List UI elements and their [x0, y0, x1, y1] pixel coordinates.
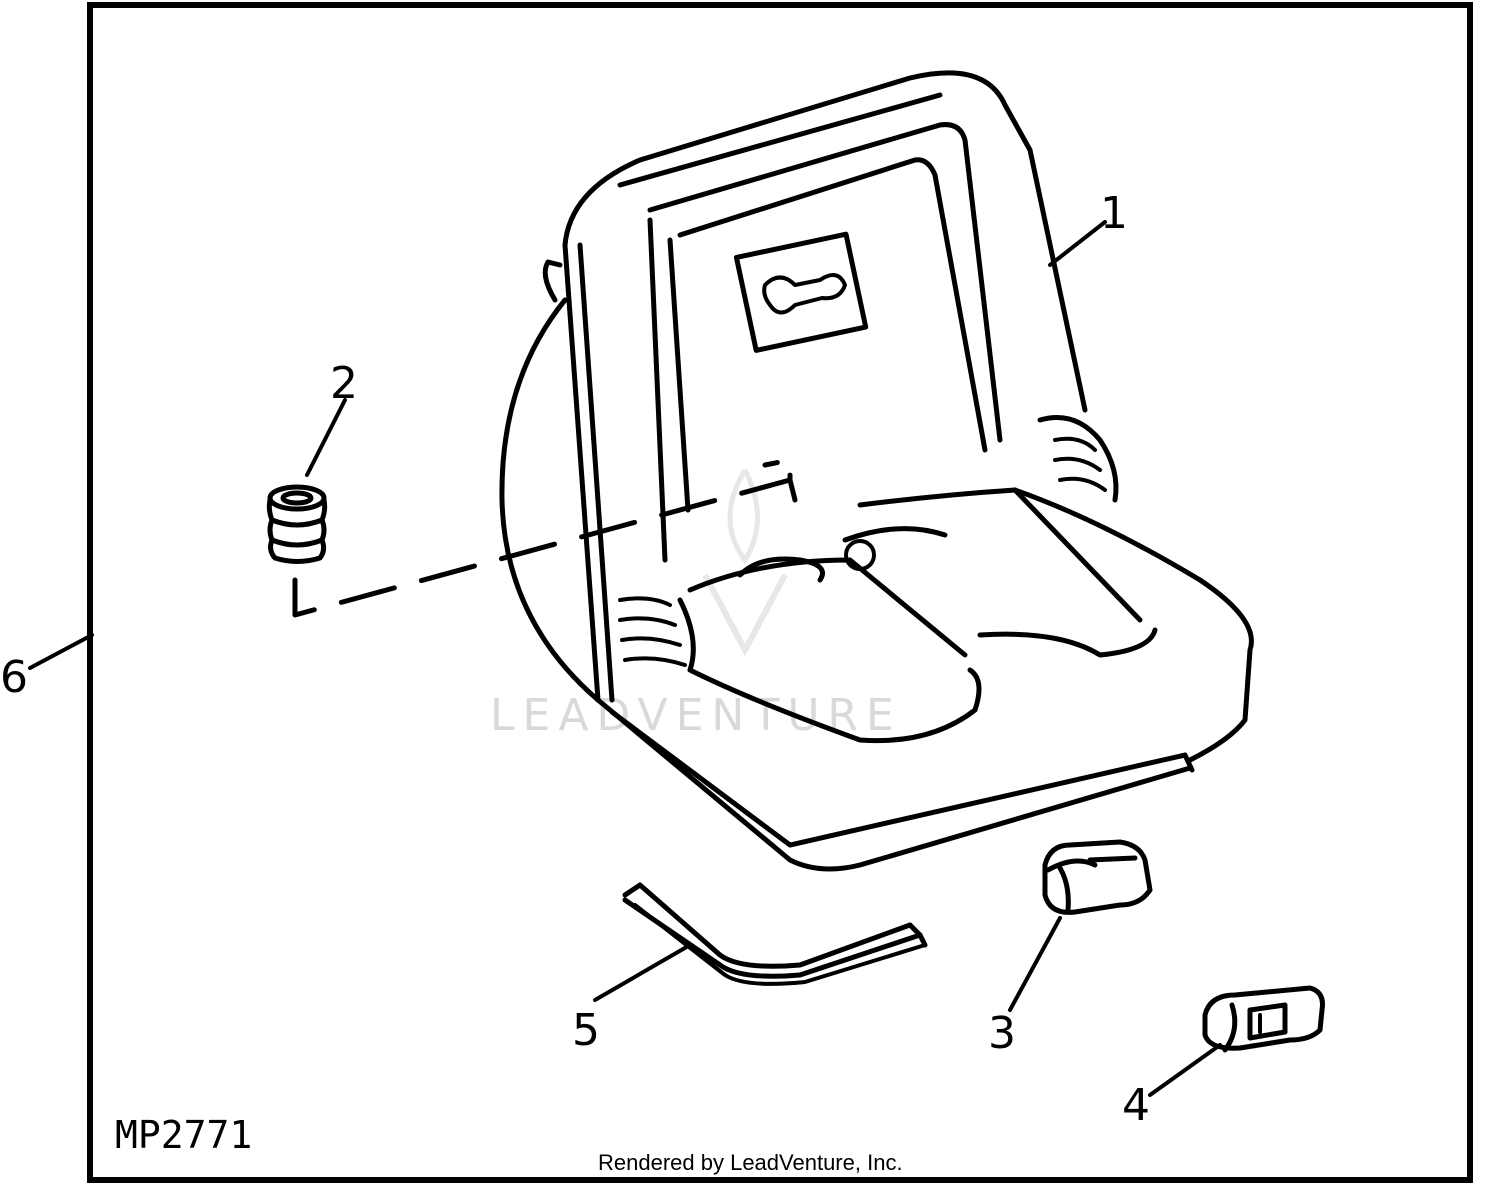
credit-text: Rendered by LeadVenture, Inc.	[598, 1150, 903, 1175]
leader-line-3	[1008, 916, 1062, 1012]
drawing-number: MP2771	[115, 1113, 252, 1157]
leader-line-6	[28, 633, 94, 670]
watermark-text: LEADVENTURE	[490, 690, 902, 741]
callout-6: 6	[0, 652, 28, 703]
seat-part	[499, 70, 1254, 872]
callout-2: 2	[330, 358, 358, 409]
leader-line-5	[593, 943, 692, 1002]
spring-part	[266, 484, 328, 564]
leader-line-4	[1148, 1043, 1222, 1097]
diagram-frame	[87, 2, 1473, 1183]
bumper-part	[1202, 985, 1325, 1053]
leader-line-1	[1048, 220, 1107, 267]
bracket-part	[622, 882, 928, 986]
callout-5: 5	[572, 1005, 600, 1056]
callout-1: 1	[1100, 188, 1128, 239]
clip-part	[1042, 839, 1153, 915]
assembly-dashed-line	[292, 457, 798, 618]
callout-3: 3	[988, 1008, 1016, 1059]
leader-line-2	[305, 398, 347, 477]
watermark-logo	[702, 468, 788, 657]
callout-4: 4	[1122, 1080, 1150, 1131]
